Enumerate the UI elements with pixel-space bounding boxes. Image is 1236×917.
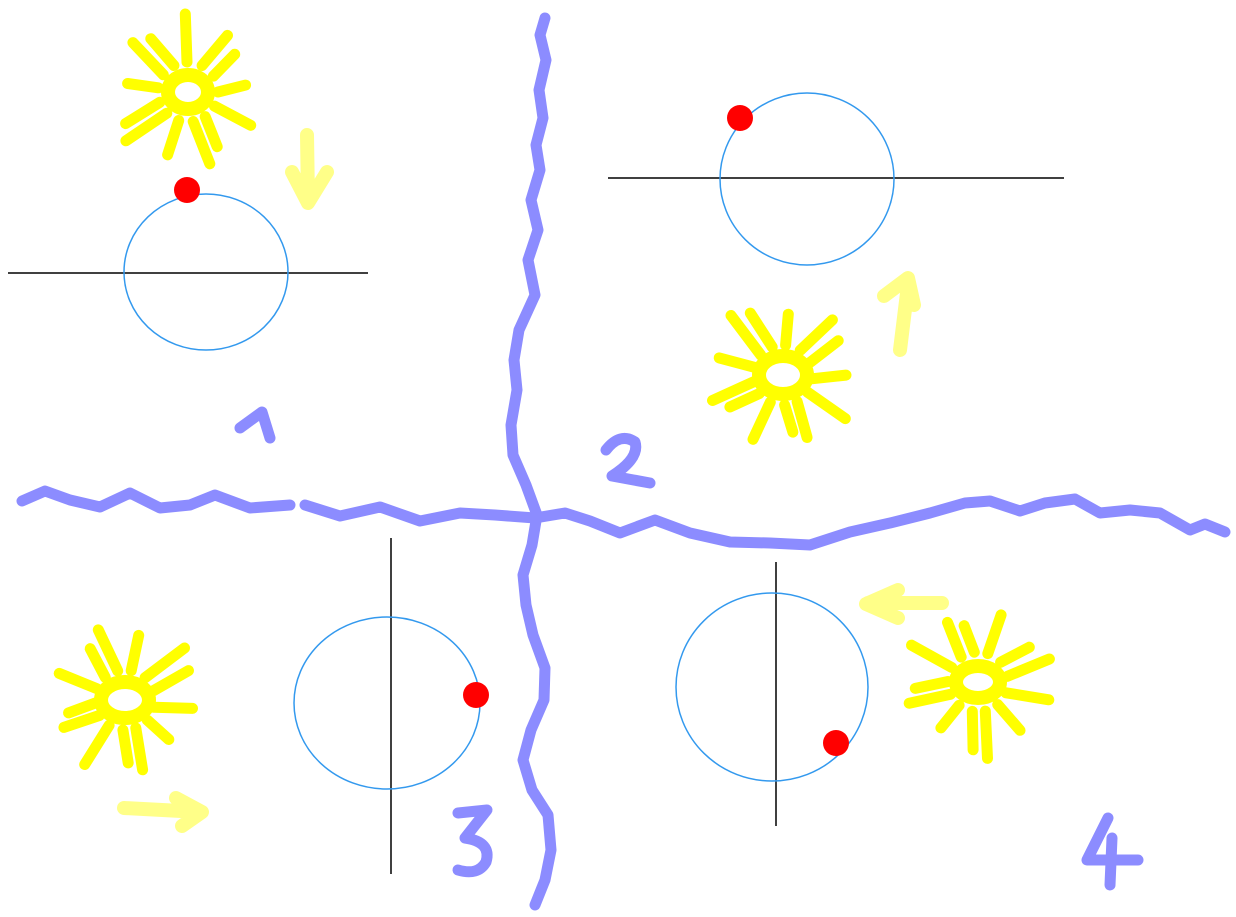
sun-ray [199, 111, 223, 153]
sun-ray [707, 376, 760, 406]
sun-ray [162, 115, 185, 161]
sun-rays [53, 624, 198, 776]
horizontal-divider [16, 485, 1231, 551]
sun-ray [63, 697, 101, 719]
sun-ray [804, 335, 844, 368]
sun-rays [707, 307, 852, 445]
sun-ray [979, 705, 993, 764]
sun-ray [139, 642, 190, 684]
sun-ray [807, 369, 852, 385]
panel-number-3 [452, 804, 493, 878]
orbit-circle-3 [293, 616, 481, 790]
sun-ray [130, 722, 149, 776]
sun-ray [196, 29, 233, 71]
orbit-circle-2 [719, 92, 895, 266]
sun-ray [780, 308, 794, 351]
sun-rays [903, 609, 1055, 764]
sun-ray [122, 78, 164, 94]
sun-ray [79, 719, 115, 770]
sun-ray [207, 48, 241, 82]
sun-ray [903, 688, 957, 709]
sun-ray [794, 314, 838, 356]
sun-ray [145, 33, 180, 71]
orbit-circle-1 [123, 193, 289, 351]
sun-ray [212, 79, 252, 98]
sun-disc [94, 675, 156, 725]
sun-ray [53, 667, 103, 695]
sun-ray [148, 665, 194, 697]
sun-2 [707, 307, 852, 445]
panel-number-2 [600, 432, 656, 489]
arrow-down [285, 128, 334, 210]
marker-dot-2 [727, 105, 753, 131]
sun-ray [1001, 653, 1055, 682]
arrow-left [859, 583, 949, 625]
sun-ray [724, 388, 765, 413]
sun-ray [120, 107, 173, 147]
sun-ray [995, 641, 1035, 668]
sun-4 [903, 609, 1055, 764]
sun-ray [58, 710, 105, 733]
sun-ray [966, 705, 979, 756]
sun-disc [161, 68, 215, 116]
sun-ray [148, 701, 198, 714]
sun-ray [791, 396, 813, 443]
marker-dot-1 [174, 177, 200, 203]
orbit-circle-4 [675, 592, 869, 782]
sun-1 [120, 8, 257, 170]
sun-ray [125, 629, 145, 677]
sun-disc [752, 349, 814, 401]
sun-ray [713, 352, 760, 373]
sun-ray [120, 96, 166, 130]
vertical-divider [505, 12, 557, 911]
sun-ray [209, 100, 257, 131]
sun-ray [935, 699, 965, 734]
sun-ray [992, 699, 1026, 736]
sun-ray [958, 620, 980, 658]
sun-ray [906, 639, 958, 673]
arrow-up [877, 271, 921, 357]
panel-number-4 [1081, 812, 1144, 891]
sun-ray [779, 399, 799, 438]
sun-ray [942, 616, 967, 663]
sun-ray [744, 307, 778, 353]
sun-rays [120, 8, 257, 170]
sun-ray [92, 624, 124, 677]
sun-ray [179, 8, 193, 68]
arrow-right [117, 791, 209, 833]
sun-disc [949, 659, 1007, 705]
sun-ray [1000, 687, 1055, 706]
sun-ray [747, 396, 776, 445]
sun-ray [127, 37, 169, 81]
panel-number-1 [234, 406, 276, 444]
sun-ray [141, 714, 175, 745]
sun-ray [117, 724, 134, 769]
marker-dot-3 [463, 682, 489, 708]
sun-ray [909, 676, 954, 694]
marker-dot-4 [823, 730, 849, 756]
sun-ray [187, 116, 216, 170]
sun-ray [84, 643, 111, 683]
sun-3 [53, 624, 198, 776]
sun-ray [725, 310, 767, 361]
sun-ray [802, 386, 851, 425]
sun-ray [982, 609, 1007, 660]
